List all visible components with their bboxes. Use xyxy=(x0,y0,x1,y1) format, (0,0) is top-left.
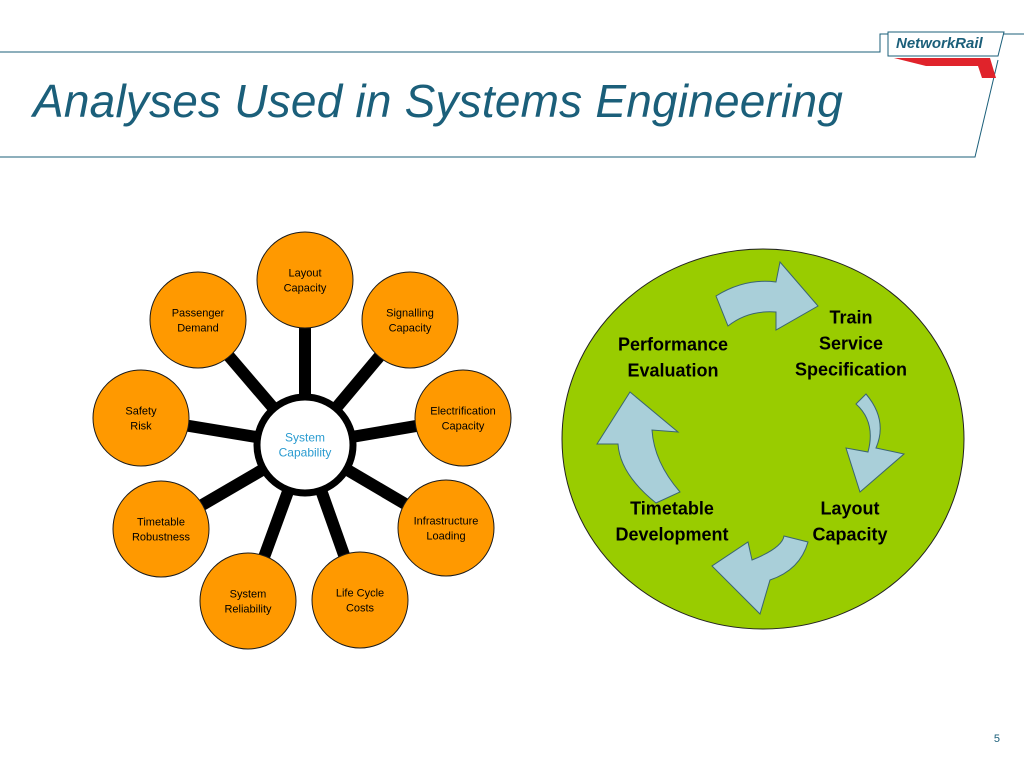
node-safety-risk xyxy=(92,369,190,467)
node-label-timetable-robustness-line: Timetable xyxy=(137,516,185,528)
node-timetable-robustness xyxy=(112,480,210,578)
node-label-safety-risk-line: Safety xyxy=(125,405,157,417)
cycle-stage-layout-capacity-line: Capacity xyxy=(812,524,887,544)
node-label-layout-capacity-line: Layout xyxy=(288,267,321,279)
cycle-stage-timetable-development-line: Development xyxy=(615,524,728,544)
slide-title: Analyses Used in Systems Engineering xyxy=(33,75,844,127)
hub-circle xyxy=(253,393,357,497)
cycle-stage-train-service-specification-line: Train xyxy=(829,307,872,327)
node-electrification-capacity xyxy=(414,369,512,467)
cycle-stage-layout-capacity-line: Layout xyxy=(820,498,879,518)
node-label-electrification-capacity-line: Capacity xyxy=(442,420,485,432)
node-label-system-reliability-line: Reliability xyxy=(224,603,272,615)
cycle-arrow xyxy=(596,391,681,504)
logo-text: NetworkRail xyxy=(896,35,984,52)
cycle-arrow xyxy=(711,535,809,615)
node-signalling-capacity xyxy=(361,271,459,369)
node-system-reliability xyxy=(199,552,297,650)
node-label-passenger-demand-line: Passenger xyxy=(172,307,225,319)
cycle-arrow xyxy=(845,393,906,493)
node-label-system-reliability-line: System xyxy=(230,588,267,600)
title-frame-line xyxy=(0,59,999,158)
cycle-stage-train-service-specification-line: Specification xyxy=(795,359,907,379)
hub-label-line: System xyxy=(285,431,325,445)
node-layout-capacity xyxy=(256,231,354,329)
node-label-safety-risk-line: Risk xyxy=(130,420,152,432)
cycle-stage-performance-evaluation-line: Performance xyxy=(618,334,728,354)
page-number: 5 xyxy=(993,733,1000,745)
node-label-passenger-demand-line: Demand xyxy=(177,322,219,334)
node-passenger-demand xyxy=(149,271,247,369)
cycle-stage-train-service-specification-line: Service xyxy=(819,333,883,353)
node-label-life-cycle-costs-line: Costs xyxy=(346,602,375,614)
cycle-arrow xyxy=(715,260,819,331)
node-label-electrification-capacity-line: Electrification xyxy=(430,405,495,417)
cycle-stage-timetable-development-line: Timetable xyxy=(630,498,714,518)
cycle-background-circle xyxy=(561,248,965,630)
cycle-stage-performance-evaluation-line: Evaluation xyxy=(627,360,718,380)
node-infrastructure-loading xyxy=(397,479,495,577)
node-life-cycle-costs xyxy=(311,551,409,649)
node-label-infrastructure-loading-line: Infrastructure xyxy=(414,515,479,527)
network-rail-logo: NetworkRail xyxy=(887,31,1005,78)
node-label-infrastructure-loading-line: Loading xyxy=(426,530,465,542)
node-label-signalling-capacity-line: Capacity xyxy=(389,322,432,334)
node-label-timetable-robustness-line: Robustness xyxy=(132,531,191,543)
node-label-life-cycle-costs-line: Life Cycle xyxy=(336,587,384,599)
node-label-layout-capacity-line: Capacity xyxy=(284,282,327,294)
node-label-signalling-capacity-line: Signalling xyxy=(386,307,434,319)
hub-label-line: Capability xyxy=(279,446,332,460)
